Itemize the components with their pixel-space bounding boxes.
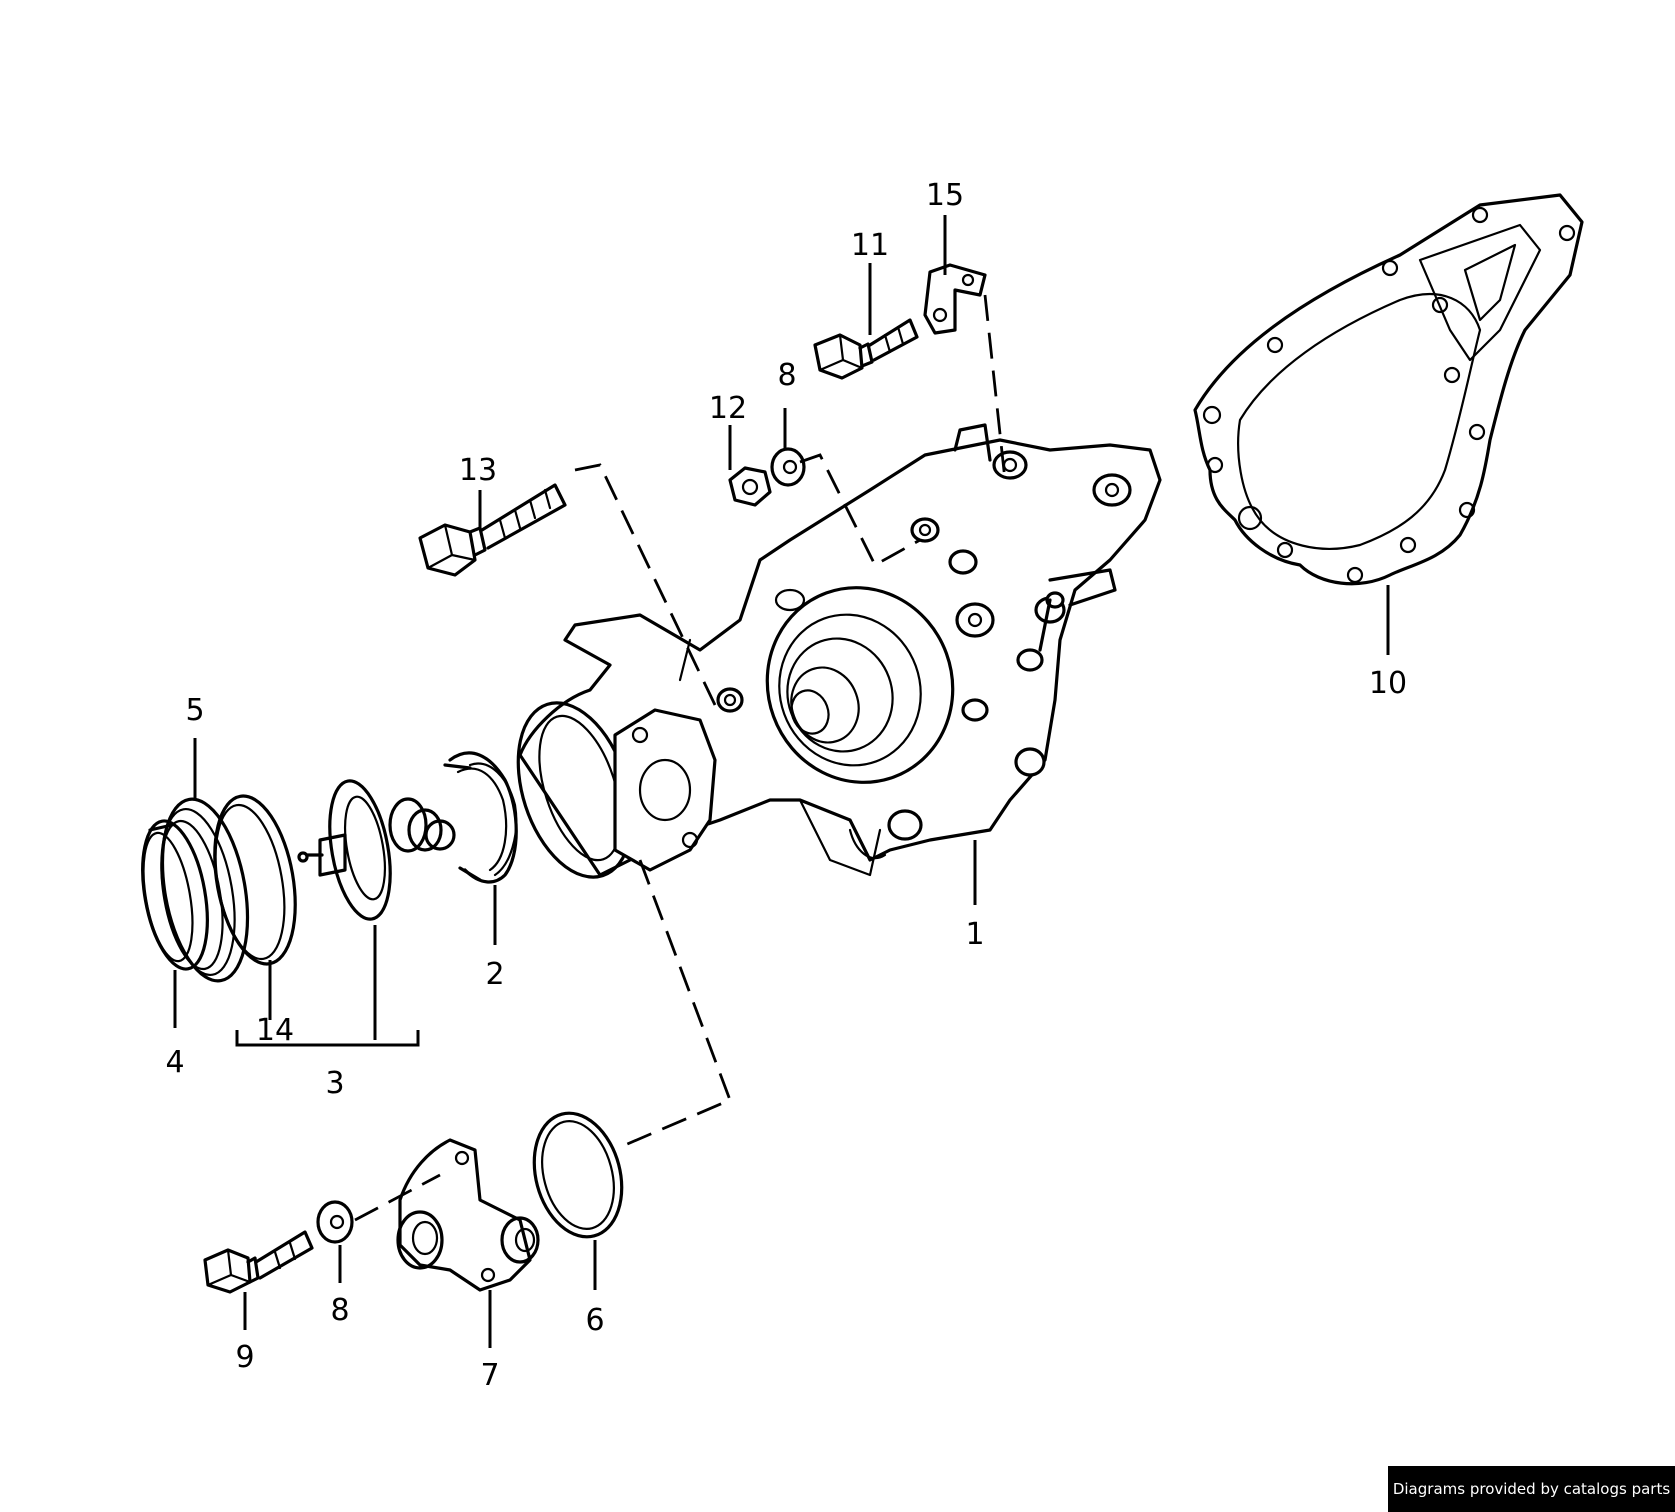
nut-part-12 (728, 466, 772, 507)
washer-part-8-lower (316, 1200, 354, 1244)
callout-9: 9 (235, 1340, 254, 1375)
callout-4: 4 (165, 1045, 184, 1080)
water-pump-housing-part-1 (516, 423, 1162, 879)
washer-part-8-upper (770, 447, 806, 487)
bolt-part-9 (203, 1230, 314, 1294)
gasket-part-10 (1193, 193, 1584, 586)
callout-13: 13 (459, 453, 497, 488)
ring-part-5 (160, 797, 250, 983)
callout-14: 14 (256, 1013, 294, 1048)
callout-10: 10 (1369, 666, 1407, 701)
footer-credit: Diagrams provided by catalogs parts (1388, 1466, 1675, 1512)
callout-labels: 1 2 3 4 5 6 7 8 8 9 10 11 12 13 14 15 (165, 178, 1407, 1393)
callout-15: 15 (926, 178, 964, 213)
callout-8-lower: 8 (330, 1293, 349, 1328)
bolt-part-13 (418, 483, 567, 577)
callout-8-upper: 8 (777, 358, 796, 393)
callout-7: 7 (480, 1358, 499, 1393)
circlip-part-2 (443, 751, 518, 884)
leader-lines (173, 215, 1390, 1348)
callout-3: 3 (325, 1066, 344, 1101)
callout-5: 5 (185, 693, 204, 728)
bracket-part-15 (923, 263, 987, 335)
callout-11: 11 (851, 228, 889, 263)
callout-1: 1 (965, 917, 984, 952)
callout-12: 12 (709, 391, 747, 426)
thermostat-cover-part-7 (396, 1138, 540, 1292)
callout-2: 2 (485, 957, 504, 992)
assembly-lines (354, 294, 1007, 1222)
circlip-part-4 (141, 819, 209, 971)
callout-6: 6 (585, 1303, 604, 1338)
o-ring-part-6 (532, 1111, 624, 1239)
bolt-part-11 (813, 318, 919, 380)
thermostat-part-3 (297, 779, 456, 921)
